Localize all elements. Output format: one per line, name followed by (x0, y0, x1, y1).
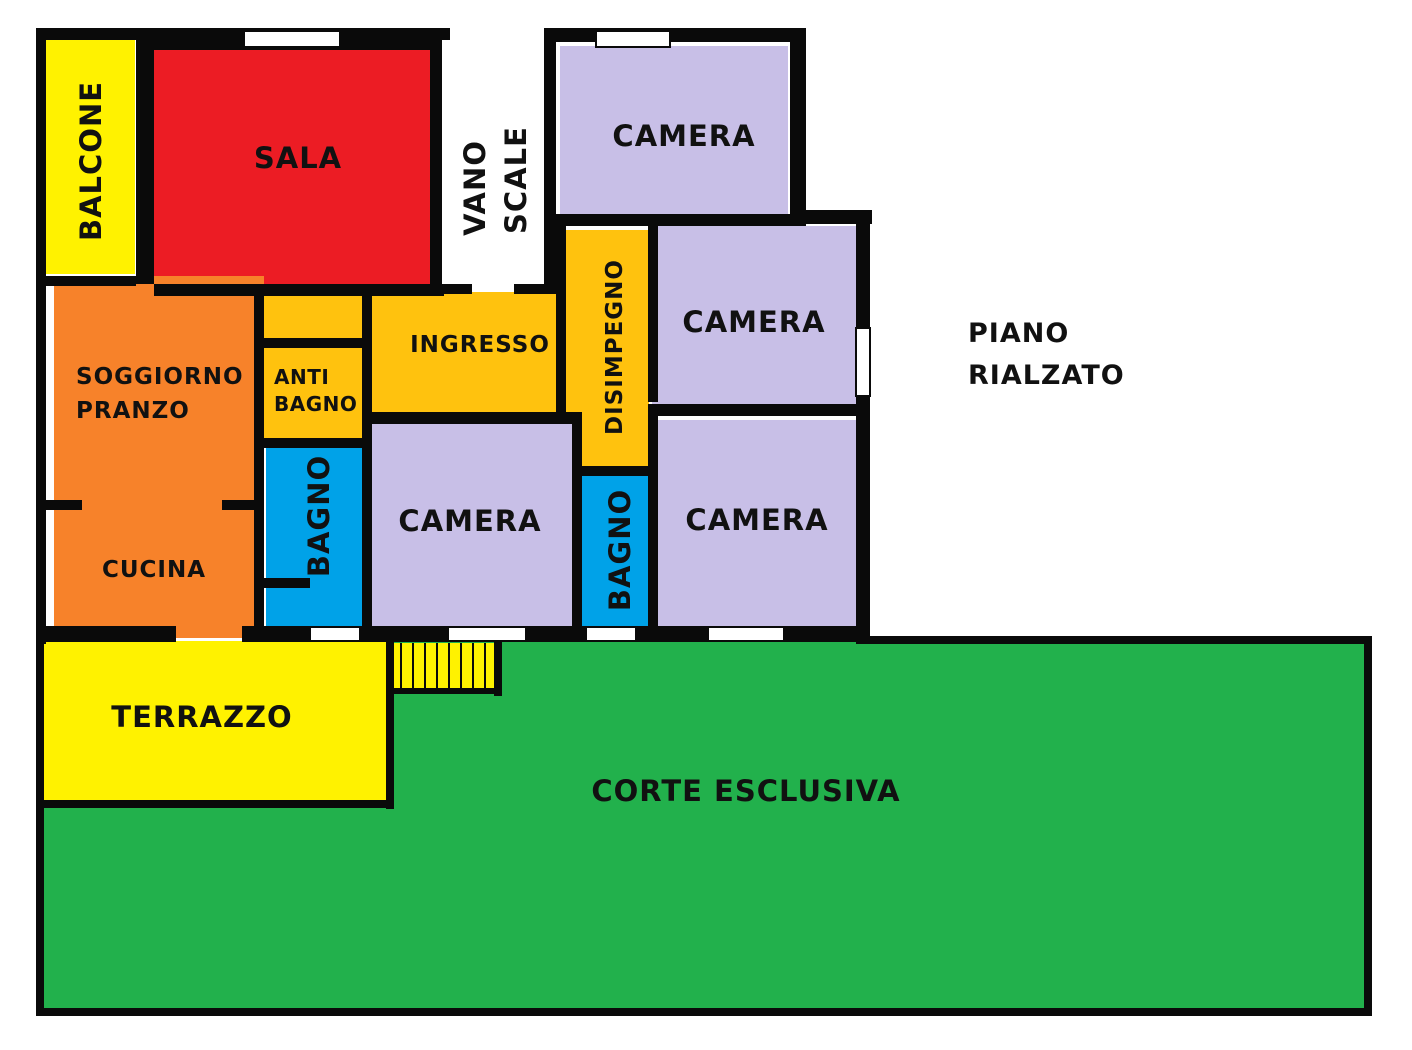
label-terrazzo: TERRAZZO (111, 700, 292, 734)
label-cucina: CUCINA (102, 557, 206, 583)
soggiorno-pranzo-area (54, 276, 264, 638)
label-camera-low2: CAMERA (685, 503, 828, 537)
camera-low2-area (652, 420, 856, 626)
bagno-2-area (578, 474, 650, 626)
label-bagno-2: BAGNO (603, 489, 637, 611)
label-scale: SCALE (499, 126, 533, 234)
window-sala (243, 30, 341, 48)
label-camera-mid: CAMERA (682, 305, 825, 339)
window-camera-low2 (707, 626, 785, 642)
window-camera-low1 (447, 626, 527, 642)
label-ingresso: INGRESSO (410, 332, 550, 358)
label-anti: ANTI (274, 365, 329, 389)
sala-area (154, 48, 430, 292)
label-antibagno: BAGNO (274, 392, 357, 416)
label-pranzo: PRANZO (76, 398, 190, 424)
terrace-step-lines (400, 643, 498, 691)
balcone-area (42, 38, 135, 274)
antibagno-area (264, 342, 364, 440)
window-bagno-1 (309, 626, 361, 642)
label-corte-esclusiva: CORTE ESCLUSIVA (591, 774, 900, 808)
window-camera-top (595, 30, 671, 48)
label-balcone: BALCONE (74, 81, 108, 241)
terrazzo-area (40, 641, 392, 805)
label-disimpegno: DISIMPEGNO (602, 259, 628, 435)
camera-mid-area (652, 226, 856, 414)
terrace-steps (392, 643, 500, 691)
floor-label-line2: RIALZATO (968, 360, 1125, 391)
label-camera-low1: CAMERA (398, 504, 541, 538)
label-sala: SALA (254, 141, 342, 175)
window-camera-mid (855, 327, 871, 397)
floor-label-line1: PIANO (968, 318, 1069, 349)
label-vano: VANO (458, 140, 492, 236)
bagno-1-area (266, 442, 362, 626)
label-bagno-1: BAGNO (302, 455, 336, 577)
label-soggiorno: SOGGIORNO (76, 364, 244, 390)
camera-top-area (560, 46, 788, 226)
camera-low1-area (370, 420, 572, 626)
window-bagno-2 (585, 626, 637, 642)
label-camera-top: CAMERA (612, 119, 755, 153)
windows (243, 30, 871, 642)
